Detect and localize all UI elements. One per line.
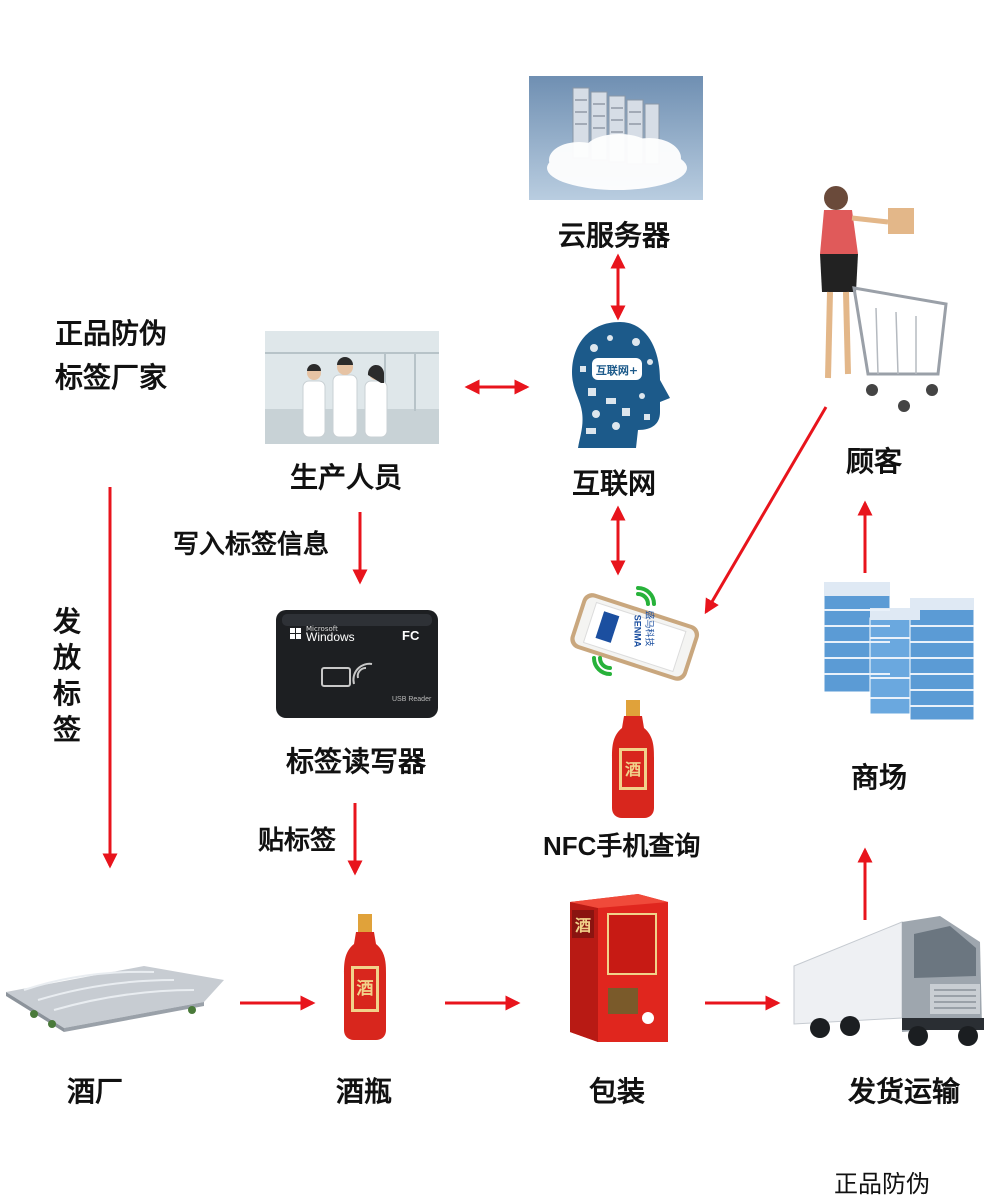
internet-badge-text: 互联网+	[595, 364, 639, 377]
truck-image	[790, 912, 986, 1046]
reader-brand-small: Microsoft	[306, 625, 338, 633]
internet-head-icon: 互联网+	[566, 318, 674, 452]
cloud-server-label: 云服务器	[558, 219, 671, 252]
customer-label: 顾客	[846, 445, 903, 478]
packaging-label: 包装	[589, 1075, 646, 1108]
bottle-char: 酒	[356, 979, 374, 999]
bottle-image: 酒	[342, 914, 388, 1040]
nfc-bottle-char: 酒	[624, 760, 641, 779]
customer-image	[806, 178, 952, 420]
internet-label: 互联网	[572, 467, 657, 500]
phone-logo: SENMA	[632, 614, 643, 648]
distillery-label: 酒厂	[67, 1075, 124, 1108]
distillery-image	[4, 962, 226, 1032]
footer-text: 正品防伪	[834, 1170, 930, 1198]
packaging-char: 酒	[574, 916, 591, 935]
phone-text: 盛马科技	[643, 610, 654, 647]
maker-line1: 正品防伪	[55, 317, 168, 350]
mall-label: 商场	[851, 761, 908, 794]
shipping-label: 发货运输	[848, 1075, 961, 1108]
nfc-query-label: NFC手机查询	[543, 831, 701, 861]
phone-image: SENMA 盛马科技	[566, 586, 704, 686]
packaging-image: 酒	[568, 892, 670, 1044]
bottle-label: 酒瓶	[336, 1075, 393, 1108]
producers-image	[265, 331, 439, 444]
reader-fc: FC	[402, 628, 420, 643]
cloud-server-image	[529, 76, 703, 200]
issue-tags-label: 发放标签	[52, 605, 81, 746]
tag-reader-label: 标签读写器	[286, 745, 427, 778]
tag-reader-image: Microsoft Windows FC USB Reader	[274, 608, 440, 720]
nfc-bottle-image: 酒	[610, 700, 656, 818]
maker-line2: 标签厂家	[55, 361, 168, 394]
mall-image	[820, 578, 978, 724]
producers-label: 生产人员	[290, 461, 403, 494]
attach-tag-label: 贴标签	[258, 826, 337, 856]
arrow-customer-phone	[704, 406, 828, 615]
write-tag-info-label: 写入标签信息	[173, 530, 330, 560]
reader-brand: Windows	[306, 630, 355, 644]
reader-model: USB Reader	[392, 696, 432, 703]
